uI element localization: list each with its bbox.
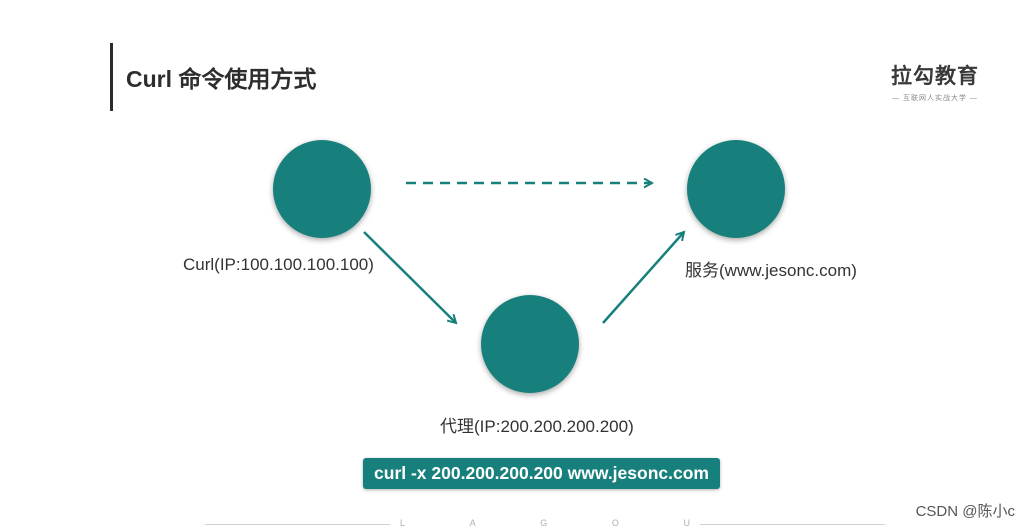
arrow-client-to-proxy xyxy=(363,231,456,323)
client-label: Curl(IP:100.100.100.100) xyxy=(183,255,374,274)
footer-divider-right xyxy=(700,524,885,525)
proxy-node xyxy=(481,295,579,393)
client-node xyxy=(273,140,371,238)
arrow-proxy-to-server xyxy=(602,232,684,324)
csdn-watermark: CSDN @陈小c xyxy=(915,503,1015,520)
footer-letter: O xyxy=(611,518,619,528)
logo-text: 拉勾教育 xyxy=(891,65,979,88)
footer-letter: G xyxy=(540,518,548,528)
title-accent-bar xyxy=(110,43,113,111)
footer-letter: A xyxy=(469,518,476,528)
footer-divider-left xyxy=(205,524,390,525)
proxy-label: 代理(IP:200.200.200.200) xyxy=(440,417,634,436)
footer-letter: L xyxy=(400,518,406,528)
server-label: 服务(www.jesonc.com) xyxy=(685,261,857,280)
logo-slogan: — 互联网人实战大学 — xyxy=(892,95,978,102)
brand-logo: 拉勾教育 — 互联网人实战大学 — xyxy=(885,60,985,103)
page-title: Curl 命令使用方式 xyxy=(126,66,317,92)
footer-letter: U xyxy=(683,518,691,528)
server-node xyxy=(687,140,785,238)
curl-command-box: curl -x 200.200.200.200 www.jesonc.com xyxy=(363,458,720,489)
footer-brand-letters: L A G O U xyxy=(400,518,690,528)
